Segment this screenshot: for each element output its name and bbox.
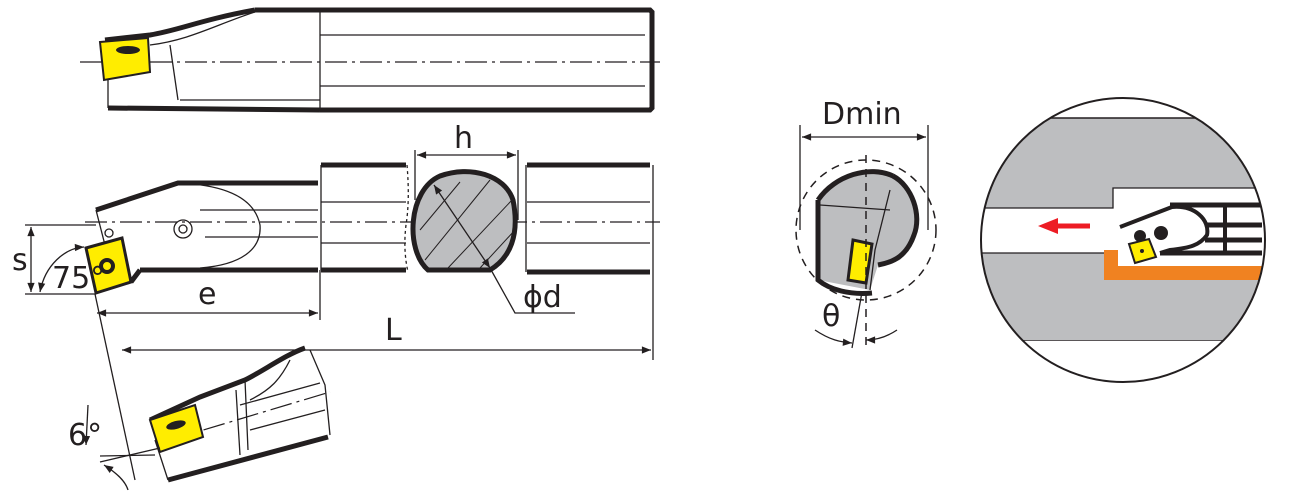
rotated-view: 6°	[68, 345, 331, 491]
front-view: s 75° e L h ϕd	[12, 121, 660, 481]
dim-Dmin-label: Dmin	[822, 97, 902, 132]
insert-end	[846, 238, 874, 285]
dim-phi-d-label: ϕd	[523, 280, 562, 315]
insert-top	[98, 36, 152, 82]
end-view: Dmin θ	[795, 97, 937, 350]
dim-h-label: h	[454, 121, 473, 156]
workpiece-edge	[1104, 250, 1262, 280]
dim-L-label: L	[385, 313, 402, 348]
angle-theta-label: θ	[822, 299, 840, 334]
angle-6-label: 6°	[68, 418, 102, 453]
detail-view	[980, 97, 1266, 383]
dim-s-label: s	[12, 243, 28, 278]
angle-75-label: 75°	[52, 261, 105, 296]
dim-e-label: e	[198, 277, 216, 312]
feed-direction-arrow	[1038, 218, 1058, 234]
top-view	[80, 7, 660, 113]
